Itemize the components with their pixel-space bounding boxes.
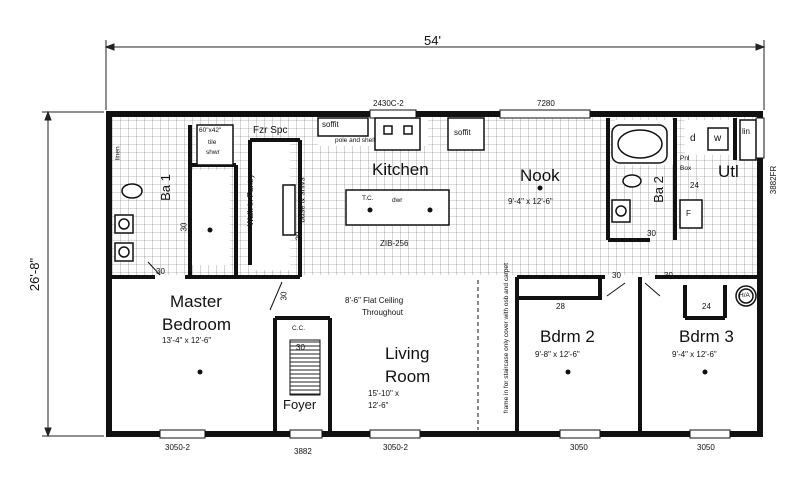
shower-shwr-label: shwr (206, 149, 220, 156)
panel-box-label-line1: Pnl (680, 155, 690, 162)
kitchen-island-model: ZIB-256 (380, 239, 409, 248)
depth-dimension: 26'-8" (27, 257, 43, 292)
dryer-label: d (690, 133, 696, 144)
water-heater-label: H/A (739, 292, 750, 299)
utility-name: Utl (718, 162, 739, 181)
soffit-left-label: soffit (322, 120, 339, 129)
dishwasher-label: dwr (392, 197, 403, 204)
base-shelves-label: base & shlvs (297, 177, 307, 223)
bedroom-2-name: Bdrm 2 (540, 327, 595, 346)
coat-closet-label: C.C. (292, 325, 305, 332)
linen-label: linen (114, 146, 122, 161)
kitchen-name: Kitchen (372, 160, 429, 179)
foyer-name: Foyer (283, 397, 317, 412)
furnace-label: F (686, 209, 691, 218)
exterior-walls (106, 111, 763, 437)
door-size-label: 30 (296, 343, 305, 352)
master-bedroom-name-line1: Master (170, 292, 222, 311)
walk-in-pantry-label: Walk-in Pantry (245, 174, 255, 226)
window-label-bottom-foyer: 3882 (294, 447, 312, 456)
light-fixtures (197, 185, 708, 375)
trash-compactor-label: T.C. (362, 195, 374, 202)
dimension-lines (42, 40, 766, 438)
window-openings (159, 109, 765, 439)
nook-name: Nook (520, 166, 560, 185)
bedroom-3-size: 9'-4" x 12'-6" (672, 350, 717, 359)
shower-tile-label: tile (208, 139, 217, 146)
freezer-space-label: Fzr Spc (253, 125, 288, 136)
staircase-note: frame in for staircase only cover with o… (502, 263, 510, 414)
ceiling-note-line2: Throughout (362, 308, 403, 317)
window-label-bottom-bdrm3: 3050 (697, 443, 715, 452)
interior-walls (110, 118, 760, 432)
door-swings (147, 261, 661, 311)
door-size-label: 30 (156, 267, 165, 276)
master-bedroom-name-line2: Bedroom (162, 315, 231, 334)
door-size-label: 28 (556, 302, 565, 311)
living-room-name-line2: Room (385, 367, 431, 386)
ceiling-note-line1: 8'-6" Flat Ceiling (345, 296, 404, 305)
door-size-label: 30 (279, 291, 289, 301)
window-label-right-utility: 3882FR (769, 165, 779, 195)
linen-closet-label: lin (742, 127, 751, 136)
washer-label: w (714, 133, 722, 144)
kitchen-counters (282, 117, 485, 236)
door-size-label: 24 (690, 181, 699, 190)
door-size-label: 30 (294, 231, 304, 241)
window-label-top-nook: 7280 (537, 99, 555, 108)
nook-size: 9'-4" x 12'-6" (508, 197, 553, 206)
door-size-label: 30 (179, 222, 189, 232)
door-size-label: 30 (664, 271, 673, 280)
bath-1-name: Ba 1 (157, 174, 173, 201)
living-room-size-line2: 12'-6" (368, 401, 389, 410)
door-size-label: 24 (702, 302, 711, 311)
bedroom-3-name: Bdrm 3 (679, 327, 734, 346)
shower-size-label: 60"x42" (199, 127, 222, 134)
window-label-top-kitchen: 2430C-2 (373, 99, 404, 108)
panel-box-label-line2: Box (680, 165, 692, 172)
foyer-stairs (289, 339, 321, 396)
cabinet-note-label: pole and shelf (335, 137, 376, 144)
soffit-right-label: soffit (454, 128, 471, 137)
width-dimension: 54' (424, 33, 441, 48)
window-label-bottom-living: 3050-2 (383, 443, 408, 452)
door-size-label: 30 (647, 229, 656, 238)
bath-2-name: Ba 2 (650, 176, 666, 203)
fixtures (114, 119, 757, 307)
bedroom-2-size: 9'-8" x 12'-6" (535, 350, 580, 359)
door-size-label: 30 (612, 271, 621, 280)
window-label-bottom-master: 3050-2 (165, 443, 190, 452)
living-room-size-line1: 15'-10" x (368, 389, 400, 398)
window-label-bottom-bdrm2: 3050 (570, 443, 588, 452)
master-bedroom-size: 13'-4" x 12'-6" (162, 336, 212, 345)
living-room-name-line1: Living (385, 344, 430, 363)
